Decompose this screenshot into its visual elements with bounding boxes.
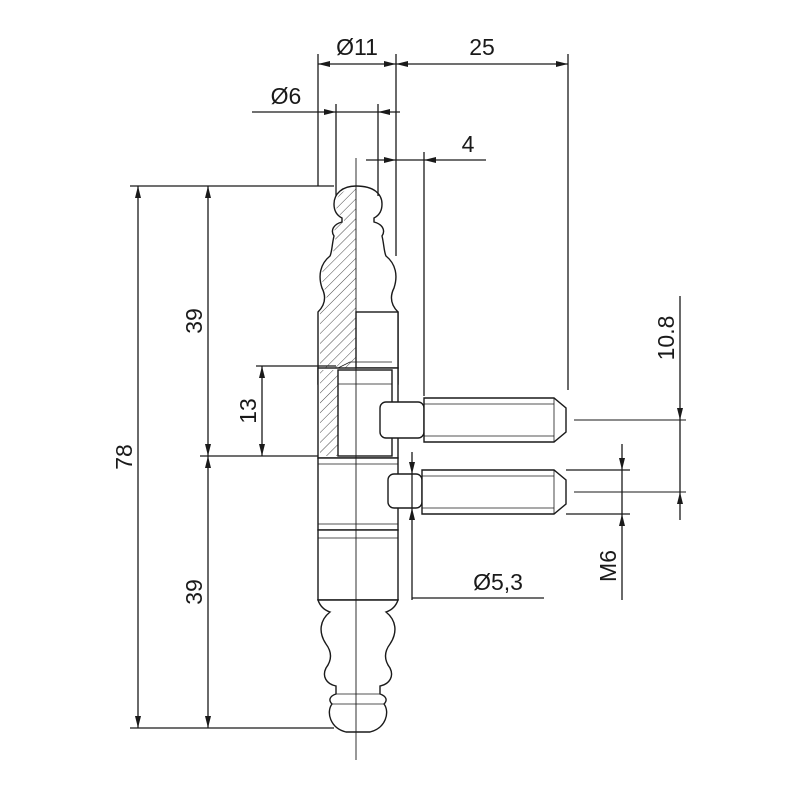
lower-pin	[387, 469, 567, 515]
dim-length-78: 78	[111, 185, 334, 729]
upper-pin-neck	[379, 401, 425, 439]
dim-text-dia-5-3: Ø5,3	[473, 569, 523, 595]
dimensions: Ø11 25 Ø6 4	[111, 34, 683, 729]
lower-pin-neck	[387, 473, 423, 509]
dim-text-39-bottom: 39	[181, 579, 207, 605]
lower-pin-thread	[421, 469, 567, 515]
lower-knuckle	[317, 457, 399, 531]
dim-length-10-8: 10.8	[653, 296, 683, 520]
section-hatching-knuckle	[320, 370, 338, 456]
dim-text-39-top: 39	[181, 308, 207, 334]
dim-text-13: 13	[235, 398, 261, 424]
dim-diameter-11: Ø11	[317, 34, 397, 256]
dim-length-13: 13	[235, 365, 336, 456]
hinge-body	[317, 185, 399, 733]
lower-sleeve	[317, 529, 399, 601]
upper-pin-thread	[423, 397, 567, 443]
dim-text-10-8: 10.8	[653, 316, 679, 361]
dim-length-4: 4	[366, 131, 486, 396]
dim-length-25: 25	[396, 34, 569, 390]
dim-text-m6: M6	[595, 550, 621, 582]
dim-length-39-bottom: 39	[181, 456, 211, 728]
upper-pin-shaft	[355, 311, 399, 369]
dim-text-dia-11: Ø11	[336, 34, 378, 60]
center-lines	[355, 158, 686, 760]
dim-text-4: 4	[462, 131, 475, 157]
dim-diameter-5-3: Ø5,3	[409, 452, 544, 600]
dim-text-25: 25	[469, 34, 495, 60]
bottom-finial	[317, 599, 399, 733]
dim-thread-m6: M6	[566, 444, 630, 600]
upper-pin	[379, 397, 567, 443]
dim-text-78: 78	[111, 444, 137, 470]
section-hatching-upper	[320, 188, 356, 384]
dim-diameter-6: Ø6	[252, 83, 400, 196]
dim-text-dia-6: Ø6	[271, 83, 302, 109]
dim-length-39-top: 39	[181, 186, 318, 457]
